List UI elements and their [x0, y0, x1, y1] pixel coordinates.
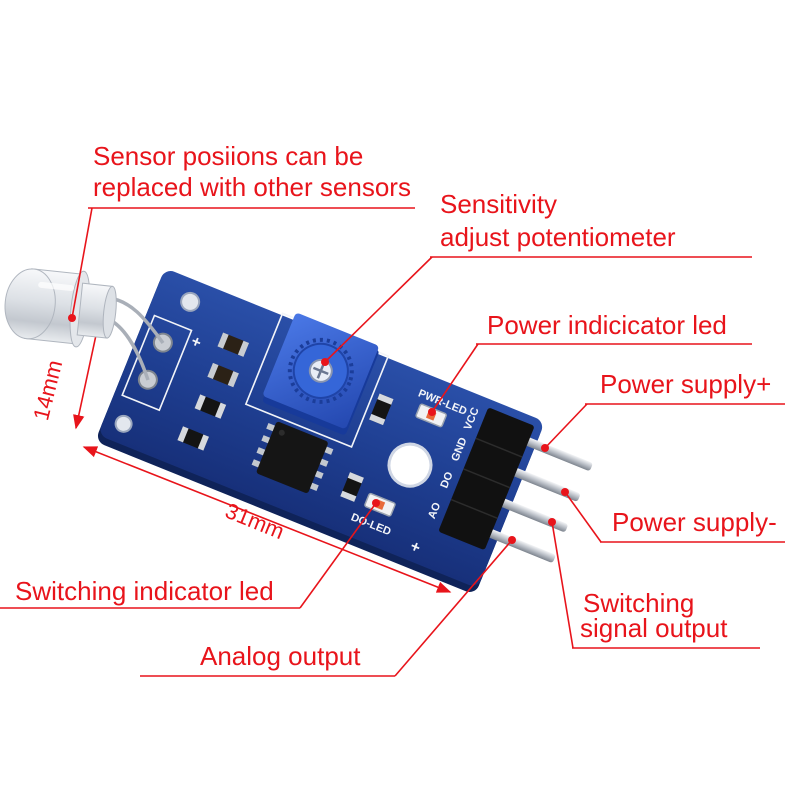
callout-sensor-position-line1: Sensor posiions can be — [93, 141, 363, 171]
callout-sensitivity-dot — [321, 358, 329, 366]
callout-power-plus: Power supply+ — [541, 369, 785, 452]
potentiometer-slot-v — [316, 362, 325, 379]
smd-resistor-4 — [340, 472, 364, 502]
callout-sensitivity-leader — [324, 256, 433, 363]
callout-switching-output-line1: Switching — [583, 588, 694, 618]
callout-power-led: Power indicicator led — [428, 310, 752, 416]
mounting-hole-top — [180, 291, 201, 312]
callout-analog-output: Analog output — [140, 536, 516, 677]
callout-power-led-leader — [431, 343, 479, 413]
callout-analog-output-dot — [508, 536, 516, 544]
callout-power-minus-dot — [561, 488, 569, 496]
callout-power-plus-leader — [544, 403, 588, 449]
callout-power-plus-dot — [541, 444, 549, 452]
pin-header-divider-3 — [450, 498, 498, 519]
callout-switching-led: Switching indicator led — [0, 499, 380, 609]
callout-sensor-position-dot — [68, 314, 76, 322]
callout-switching-output-dot — [548, 518, 556, 526]
mounting-hole-bottom — [114, 414, 133, 433]
smd-capacitor-1 — [217, 332, 250, 357]
callout-analog-output-leader — [394, 539, 513, 677]
ir-led-sensor — [4, 268, 165, 381]
comparator-chip — [251, 421, 334, 494]
callout-sensitivity-line2: adjust potentiometer — [440, 222, 676, 252]
smd-resistor-3 — [369, 393, 394, 426]
smd-resistor-1 — [194, 394, 227, 419]
callout-sensor-position-line2: replaced with other sensors — [93, 172, 411, 202]
pin-label-ao: AO — [426, 500, 443, 520]
callout-power-plus-label: Power supply+ — [600, 369, 771, 399]
callout-power-led-label: Power indicicator led — [487, 310, 727, 340]
callout-power-minus-leader — [564, 491, 602, 543]
callout-sensor-position: Sensor posiions can be replaced with oth… — [68, 141, 415, 322]
switching-indicator-led — [364, 492, 396, 517]
pcb — [100, 271, 543, 586]
callout-switching-led-label: Switching indicator led — [15, 576, 274, 606]
sensor-board: + — [97, 271, 593, 592]
length-dimension-arrow — [82, 446, 452, 593]
callout-power-minus: Power supply- — [561, 488, 785, 543]
callout-switching-led-leader — [299, 502, 377, 609]
callout-switching-output: Switching signal output — [548, 518, 760, 649]
potentiometer — [263, 313, 379, 435]
callout-sensitivity-line1: Sensitivity — [440, 189, 557, 219]
led-body — [4, 268, 117, 348]
pin-header-divider-2 — [463, 468, 511, 489]
callout-sensitivity: Sensitivity adjust potentiometer — [321, 189, 752, 366]
callout-power-led-dot — [428, 408, 436, 416]
callout-sensor-position-leader — [71, 207, 93, 319]
callout-power-minus-label: Power supply- — [612, 507, 777, 537]
callout-switching-output-line2: signal output — [580, 613, 728, 643]
callout-analog-output-label: Analog output — [200, 641, 361, 671]
callout-switching-output-leader — [551, 521, 574, 649]
smd-resistor-2 — [177, 426, 209, 451]
smd-capacitor-2 — [207, 362, 239, 388]
callout-switching-led-dot — [372, 499, 380, 507]
pin-header-divider-1 — [475, 437, 523, 458]
mounting-hole-center — [387, 442, 433, 488]
pin-label-do: DO — [438, 470, 455, 490]
